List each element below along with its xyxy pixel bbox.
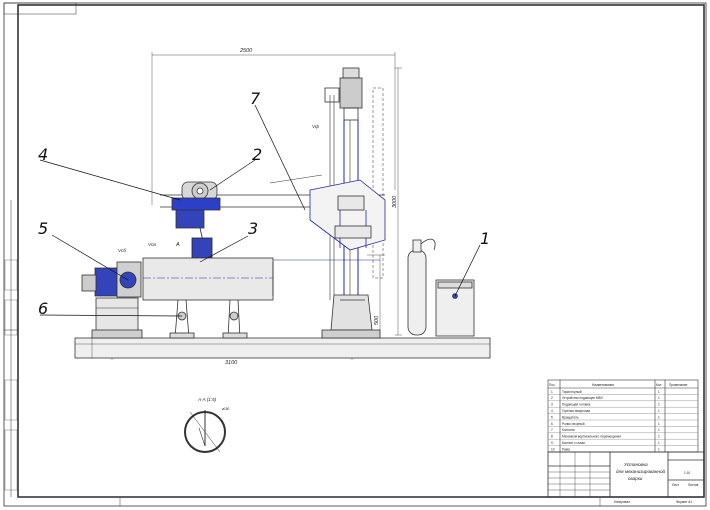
table-cell-pos: 7 [551, 428, 553, 432]
table-cell-pos: 2 [551, 396, 553, 400]
callout-5: 5 [38, 219, 48, 238]
callout-6: 6 [38, 299, 48, 318]
dimension-500: 500 [374, 315, 380, 325]
title-line-1: Установка [624, 462, 648, 467]
table-cell-pos: 4 [551, 409, 553, 413]
table-cell-pos: 5 [551, 415, 553, 419]
sheets-label: Листов [688, 483, 699, 487]
left-margin-stamps [4, 259, 18, 491]
motion-label-roll: Vсб [118, 248, 126, 253]
table-header-qty: Кол [656, 383, 662, 387]
circle-diameter: ø150 [222, 407, 229, 411]
table-header-pos: Поз. [549, 383, 555, 387]
table-cell-name: Вращатель [562, 415, 579, 419]
table-cell-pos: 6 [551, 422, 553, 426]
table-cell-name: Устройство подающее МВЗ [562, 396, 603, 400]
sheet-label: Лист [672, 483, 679, 487]
support-rollers [169, 299, 248, 339]
table-cell-pos: 9 [551, 441, 553, 445]
workpiece-cylinder [142, 257, 380, 301]
power-source [435, 279, 475, 337]
table-cell-pos: 3 [551, 403, 553, 407]
callout-4: 4 [38, 145, 48, 164]
callout-7: 7 [250, 89, 261, 108]
table-cell-name: Ролик опорный [562, 422, 585, 426]
parts-table-rows: 1 Тиристорный 1 2 Устройство подающее МВЗ 1 3 П… [548, 390, 698, 453]
wire-feed-unit [171, 181, 221, 251]
table-cell-name: Горелка сварочная [562, 409, 590, 413]
table-cell-qty: 1 [658, 441, 660, 445]
table-cell-qty: 1 [658, 435, 660, 439]
table-cell-pos: 10 [551, 447, 555, 451]
table-cell-pos: 1 [551, 390, 553, 394]
table-cell-qty: 1 [658, 390, 660, 394]
section-mark: A [175, 242, 180, 248]
table-cell-qty: 1 [658, 447, 660, 451]
table-cell-qty: 1 [658, 403, 660, 407]
table-cell-name: Рама [562, 447, 570, 451]
bottom-strip [18, 496, 704, 506]
table-cell-qty: 1 [658, 396, 660, 400]
boom-arm [160, 174, 386, 251]
title-line-2: для механизированной [616, 468, 666, 474]
table-cell-name: Тиристорный [562, 390, 582, 394]
callout-3: 3 [248, 219, 258, 238]
parts-table-grid [547, 379, 699, 453]
callout-1: 1 [480, 229, 490, 248]
dimension-3000: 3000 [392, 195, 398, 208]
table-header-name: Наименование [592, 383, 614, 387]
format-label: Формат А1 [676, 500, 692, 504]
table-cell-name: Баллон с газом [562, 441, 585, 445]
table-cell-qty: 1 [658, 422, 660, 426]
copied-label: Копировал [614, 500, 630, 504]
section-view [184, 410, 226, 453]
motion-label-top: Vф [312, 124, 319, 129]
table-cell-name: Подающая головка [562, 403, 591, 407]
table-cell-name: Механизм вертикального перемещения [562, 435, 621, 439]
section-title: A-A (1:5) [197, 397, 217, 402]
base-plate [74, 337, 491, 359]
leader-lines [39, 104, 481, 317]
table-cell-qty: 1 [658, 428, 660, 432]
table-cell-qty: 1 [658, 409, 660, 413]
title-block-grid [547, 451, 705, 498]
gas-cylinder [407, 238, 436, 336]
dimension-3100: 3100 [225, 360, 238, 366]
dimension-2500: 2500 [239, 48, 253, 54]
scale-value: 1:10 [684, 471, 690, 475]
callout-2: 2 [252, 145, 262, 164]
table-cell-name: Колонна [562, 428, 575, 432]
table-cell-qty: 1 [658, 415, 660, 419]
table-cell-pos: 8 [551, 435, 553, 439]
title-line-3: сварки [628, 476, 643, 481]
table-header-note: Примечание [669, 383, 688, 387]
motion-label-weld: Vсв [148, 242, 156, 247]
rotator [81, 261, 143, 339]
